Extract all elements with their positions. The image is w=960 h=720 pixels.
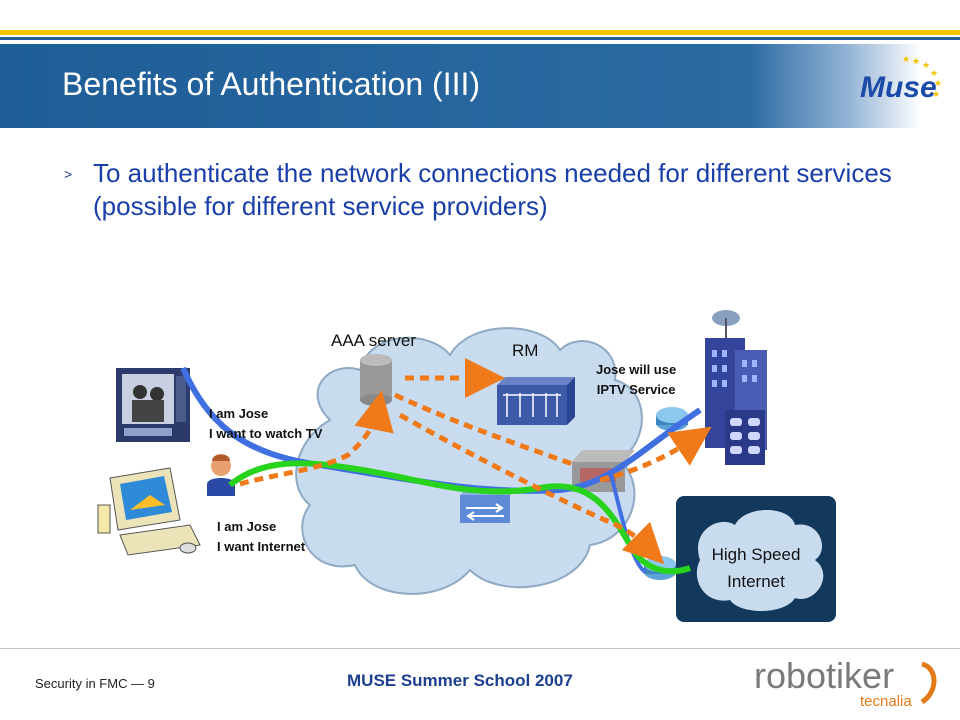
edge-to-iptv (599, 426, 712, 483)
muse-logo: Muse ★ ★ ★ ★ ★ ★ (860, 54, 942, 104)
computer-icon (97, 467, 201, 556)
bullet-text: To authenticate the network connections … (93, 158, 892, 221)
aaa-to-edge (393, 392, 576, 468)
header-bar (0, 44, 960, 128)
building-icon (705, 310, 767, 465)
rm-switch-icon (497, 377, 575, 425)
internet-request-line-2: I want Internet (217, 539, 306, 554)
tv-request-line-2: I want to watch TV (209, 426, 323, 441)
svg-text:★: ★ (930, 68, 938, 78)
server-icon (360, 354, 392, 406)
robotiker-logo-text: robotiker (754, 655, 894, 696)
tecnalia-logo-text: tecnalia (860, 693, 912, 710)
hsi-label-1: High Speed (712, 545, 801, 564)
iptv-decision-line-2: IPTV Service (596, 382, 676, 397)
tv-request-line-1: I am Jose (209, 406, 269, 421)
robotiker-logo: robotiker tecnalia (754, 655, 937, 710)
svg-text:★: ★ (934, 78, 942, 88)
footer-event-label: MUSE Summer School 2007 (347, 671, 573, 690)
aaa-to-internet (398, 412, 665, 565)
footer-divider (0, 648, 960, 649)
top-blue-stripe (0, 37, 960, 40)
iptv-decision-line-1: Jose will use (596, 362, 677, 377)
aaa-server-label: AAA server (331, 331, 417, 350)
tv-request-label: I am Jose I want to watch TV (209, 404, 322, 444)
hsi-label-2: Internet (727, 572, 785, 591)
iptv-decision-label: Jose will use IPTV Service (596, 360, 676, 400)
tv-icon (116, 368, 190, 442)
svg-text:★: ★ (932, 89, 940, 99)
internet-request-line-1: I am Jose (217, 519, 277, 534)
footer-page-label: Security in FMC — 9 (35, 676, 155, 691)
eu-stars-icon: ★ ★ ★ ★ ★ ★ (902, 54, 942, 99)
internet-request-label: I am Jose I want Internet (217, 517, 305, 557)
slide-title: Benefits of Authentication (III) (62, 66, 481, 102)
top-yellow-stripe (0, 30, 960, 35)
rm-label: RM (512, 341, 539, 360)
svg-text:★: ★ (922, 60, 930, 70)
bullet-marker: > (64, 166, 73, 182)
auth-request-tv (239, 390, 394, 487)
robotiker-swoosh-icon (920, 661, 937, 705)
muse-logo-text: Muse (860, 71, 937, 104)
svg-text:★: ★ (902, 54, 910, 64)
user-icon (207, 454, 235, 496)
internet-cloud-icon (696, 510, 824, 612)
svg-text:★: ★ (912, 56, 920, 66)
